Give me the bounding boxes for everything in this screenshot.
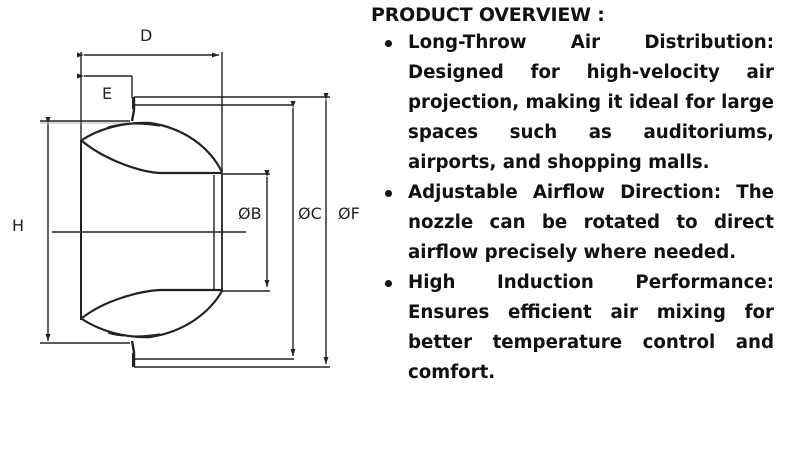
feature-text: Long-Throw Air Distribution: Designed fo… (408, 32, 774, 173)
bullet-icon (385, 280, 392, 287)
dimension-label-b: ØB (238, 204, 262, 223)
feature-item: Adjustable Airflow Direction: The nozzle… (371, 178, 774, 268)
dimension-label-c: ØC (298, 204, 322, 223)
nozzle-dimension-diagram: D E H ØB ØC ØF (0, 0, 370, 456)
feature-text: High Induction Performance: Ensures effi… (408, 272, 774, 383)
feature-list: Long-Throw Air Distribution: Designed fo… (371, 28, 774, 388)
nozzle-drawing (40, 52, 330, 368)
dimension-label-e: E (102, 84, 113, 103)
dimension-label-h: H (12, 216, 25, 235)
feature-item: High Induction Performance: Ensures effi… (371, 268, 774, 388)
product-overview: PRODUCT OVERVIEW : Long-Throw Air Distri… (371, 2, 774, 388)
overview-heading: PRODUCT OVERVIEW : (371, 4, 605, 26)
feature-item: Long-Throw Air Distribution: Designed fo… (371, 28, 774, 178)
bullet-icon (385, 190, 392, 197)
dimension-label-f: ØF (338, 204, 360, 223)
bullet-icon (385, 40, 392, 47)
dimension-label-d: D (140, 26, 153, 45)
feature-text: Adjustable Airflow Direction: The nozzle… (408, 182, 774, 263)
